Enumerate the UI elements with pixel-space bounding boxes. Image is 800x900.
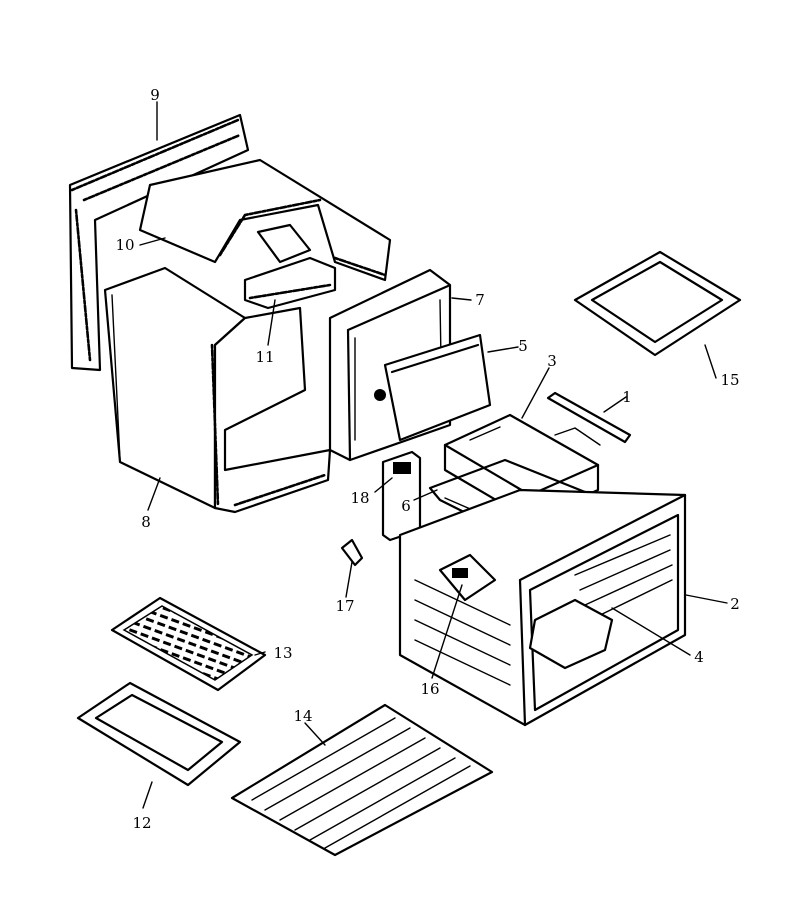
broiler-pan bbox=[76, 681, 242, 787]
callout-4: 4 bbox=[694, 648, 704, 666]
insulation-small-block bbox=[243, 223, 337, 310]
callout-3: 3 bbox=[547, 352, 557, 370]
insulation-wrap-main bbox=[103, 266, 332, 514]
callout-14: 14 bbox=[293, 707, 312, 725]
oven-rack bbox=[230, 703, 494, 857]
callout-18: 18 bbox=[350, 489, 369, 507]
door-inner-panel bbox=[383, 333, 492, 442]
small-clip bbox=[340, 538, 364, 567]
callout-15: 15 bbox=[720, 371, 739, 389]
inner-pan bbox=[528, 598, 614, 670]
callout-8: 8 bbox=[141, 513, 151, 531]
callout-13: 13 bbox=[273, 644, 292, 662]
callout-9: 9 bbox=[150, 86, 160, 104]
callout-labels: 9 10 11 8 7 5 3 1 2 4 15 6 18 17 16 13 1… bbox=[115, 86, 739, 832]
tray-frame bbox=[573, 250, 742, 357]
callout-6: 6 bbox=[401, 497, 411, 515]
insulation-blanket-back bbox=[68, 113, 250, 372]
callout-1: 1 bbox=[622, 388, 632, 406]
trim-strip bbox=[546, 391, 632, 444]
callout-10: 10 bbox=[115, 236, 134, 254]
leader-lines bbox=[139, 101, 728, 809]
trim-strip-bracket bbox=[554, 427, 601, 446]
callout-16: 16 bbox=[420, 680, 439, 698]
callout-11: 11 bbox=[255, 348, 274, 366]
callout-2: 2 bbox=[730, 595, 740, 613]
hinge-bracket bbox=[381, 450, 422, 542]
callout-5: 5 bbox=[518, 337, 528, 355]
broiler-grate bbox=[110, 596, 267, 692]
callout-7: 7 bbox=[475, 291, 485, 309]
insulation-top-section bbox=[138, 158, 392, 282]
callout-17: 17 bbox=[335, 597, 354, 615]
oven-cavity bbox=[398, 488, 687, 727]
callout-12: 12 bbox=[132, 814, 151, 832]
